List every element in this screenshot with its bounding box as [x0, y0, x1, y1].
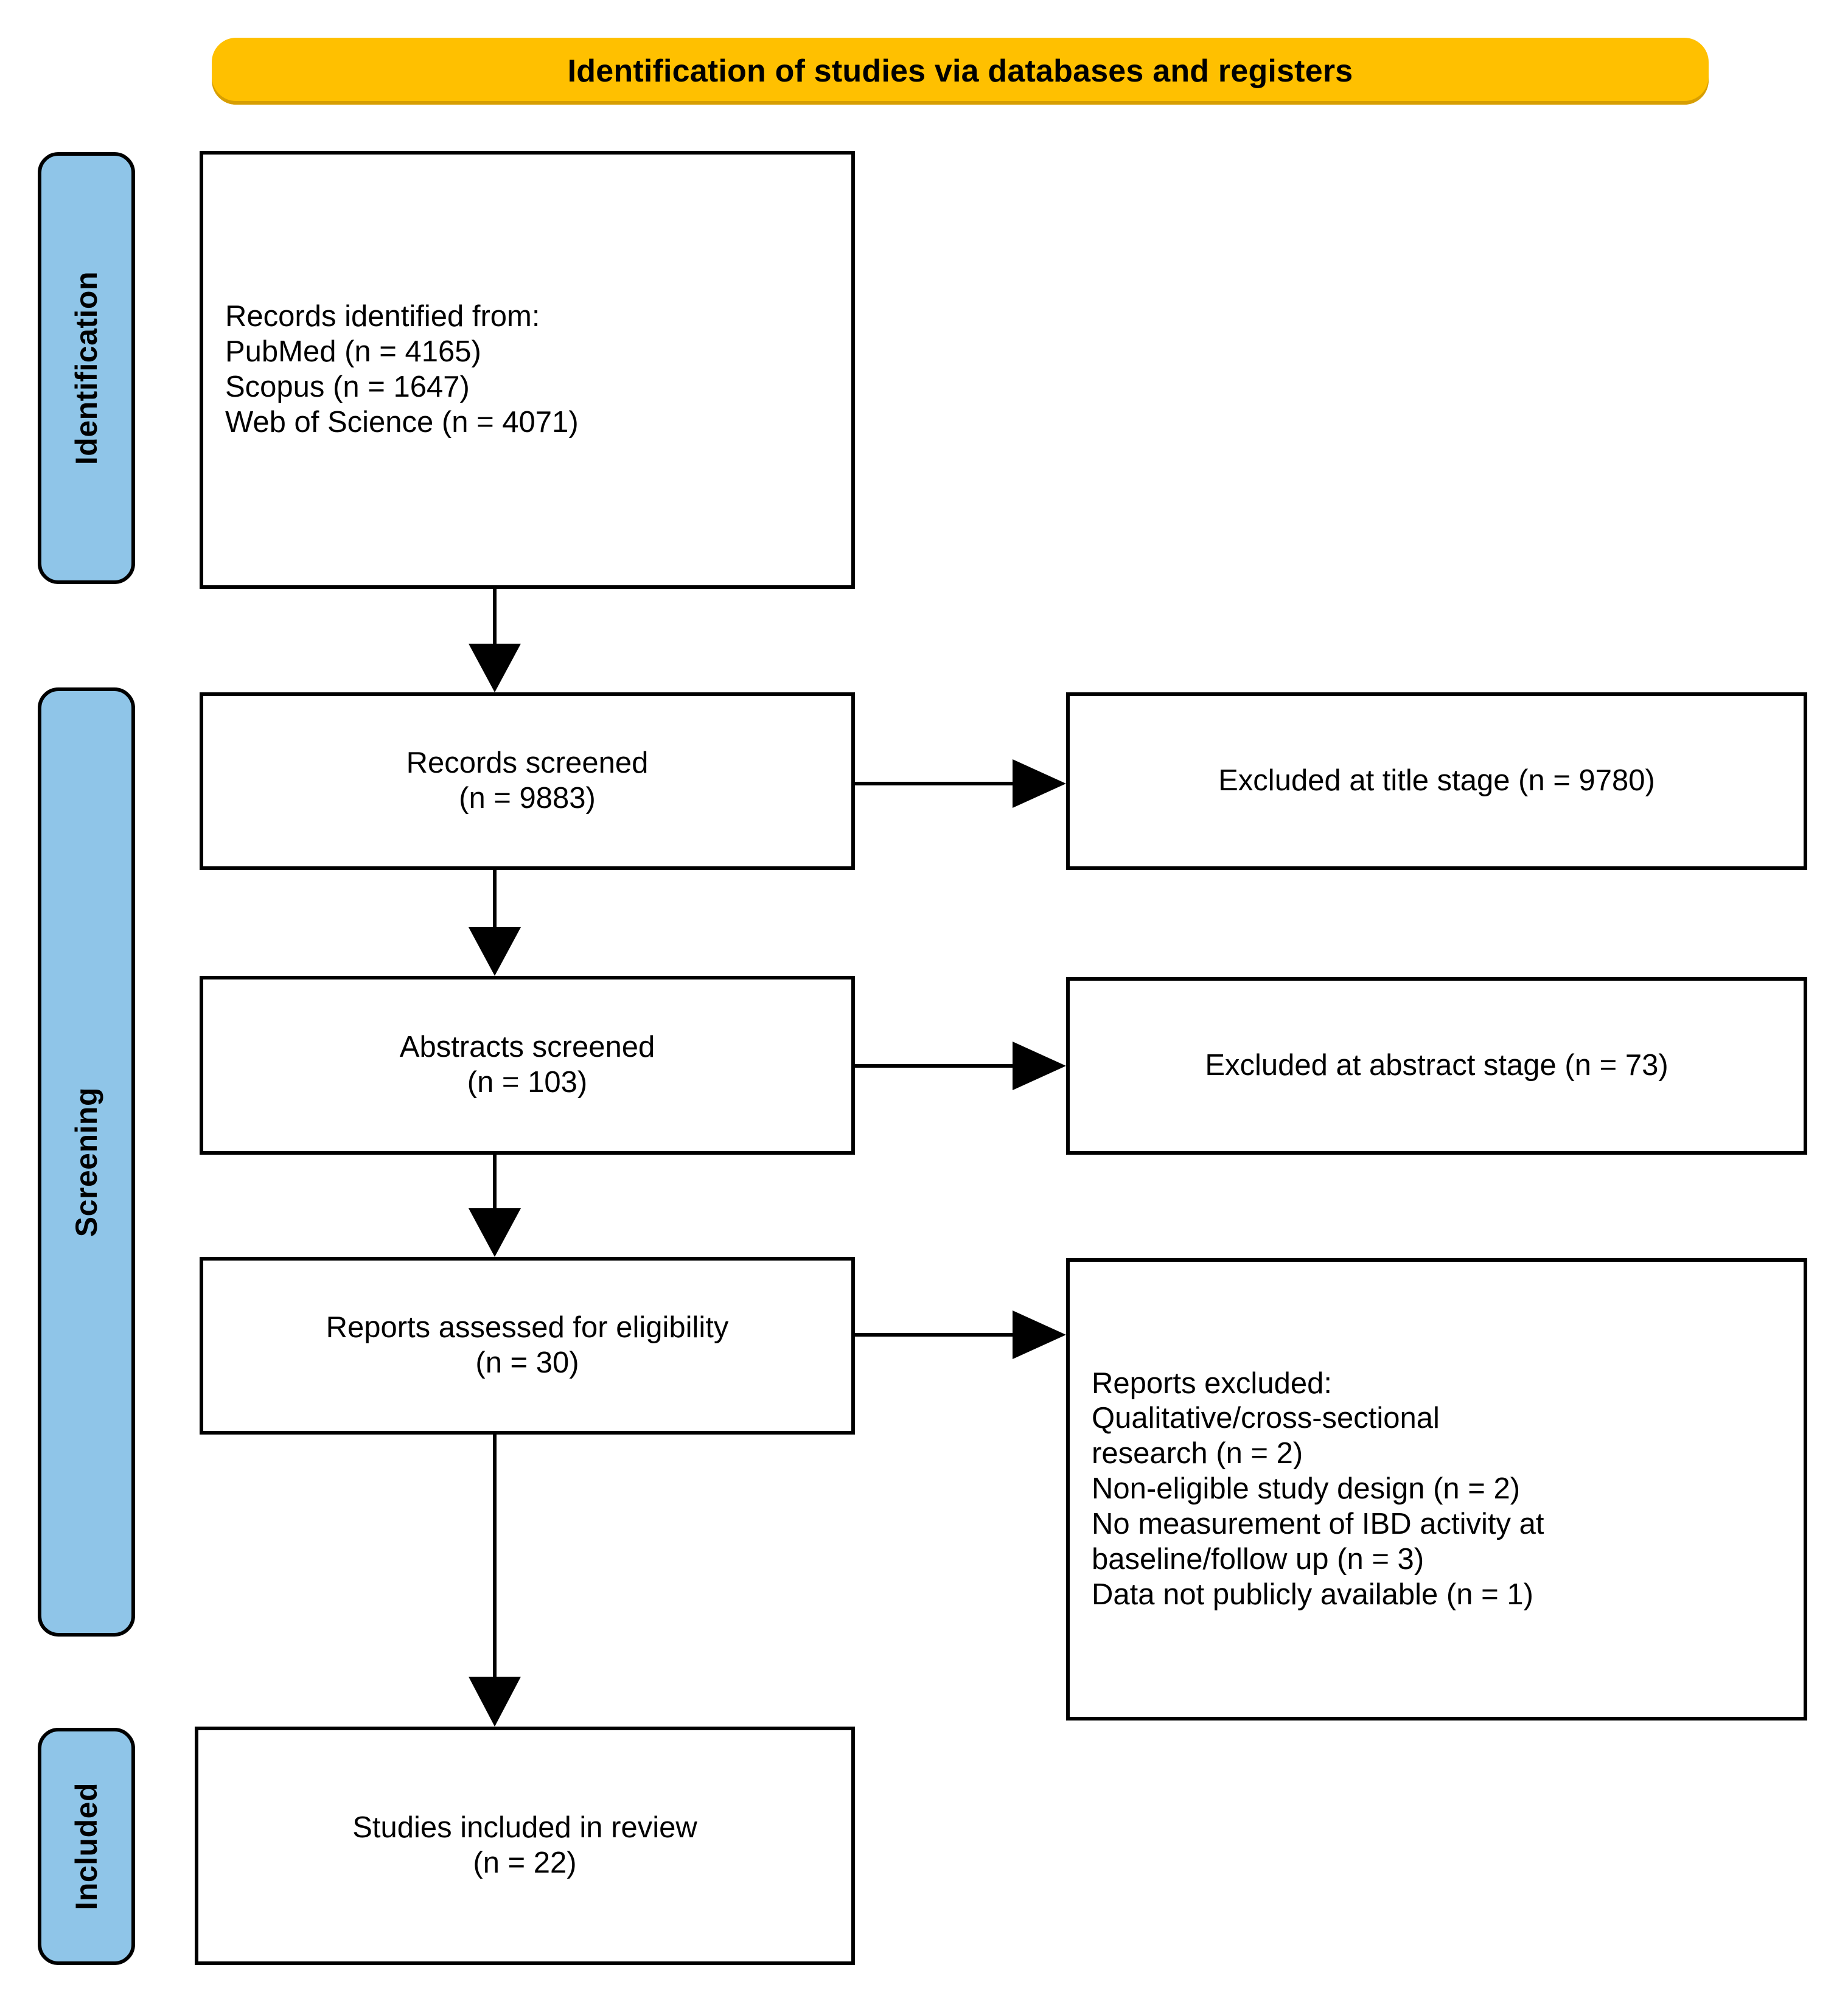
- phase-rail-identification: Identification: [38, 152, 135, 584]
- stage-banner-identification: Identification of studies via databases …: [212, 38, 1709, 105]
- box-abstracts-screened-text: Abstracts screened (n = 103): [399, 1031, 655, 1099]
- box-reports-excluded: Reports excluded: Qualitative/cross-sect…: [1066, 1258, 1807, 1720]
- edge-screened-to-excluded-title: [855, 759, 1066, 808]
- box-studies-included: Studies included in review (n = 22): [195, 1727, 855, 1965]
- box-abstracts-screened: Abstracts screened (n = 103): [200, 976, 855, 1155]
- stage-banner-label: Identification of studies via databases …: [567, 54, 1353, 89]
- box-reports-assessed: Reports assessed for eligibility (n = 30…: [200, 1257, 855, 1435]
- phase-rail-label-identification: Identification: [69, 271, 103, 465]
- box-excluded-abstract-stage-text: Excluded at abstract stage (n = 73): [1205, 1049, 1668, 1082]
- box-reports-excluded-text: Reports excluded: Qualitative/cross-sect…: [1092, 1366, 1544, 1611]
- edge-reports-assessed-to-reports-excluded: [855, 1310, 1066, 1359]
- box-excluded-title-stage: Excluded at title stage (n = 9780): [1066, 692, 1807, 870]
- phase-rail-included: Included: [38, 1728, 135, 1965]
- box-excluded-title-stage-text: Excluded at title stage (n = 9780): [1218, 764, 1655, 798]
- edge-screened-to-abstracts: [469, 870, 521, 976]
- phase-rail-label-included: Included: [69, 1783, 103, 1910]
- phase-rail-label-screening: Screening: [69, 1087, 103, 1237]
- box-reports-assessed-text: Reports assessed for eligibility (n = 30…: [326, 1311, 729, 1379]
- box-records-identified: Records identified from: PubMed (n = 416…: [200, 151, 855, 589]
- box-records-screened: Records screened (n = 9883): [200, 692, 855, 870]
- phase-rail-screening: Screening: [38, 687, 135, 1637]
- box-studies-included-text: Studies included in review (n = 22): [352, 1811, 697, 1879]
- box-excluded-abstract-stage: Excluded at abstract stage (n = 73): [1066, 977, 1807, 1155]
- edge-abstracts-to-reports-assessed: [469, 1155, 521, 1257]
- box-records-identified-text: Records identified from: PubMed (n = 416…: [225, 300, 579, 439]
- box-records-screened-text: Records screened (n = 9883): [406, 746, 649, 815]
- edge-identified-to-screened: [469, 589, 521, 692]
- edge-abstracts-to-excluded-abstract: [855, 1042, 1066, 1090]
